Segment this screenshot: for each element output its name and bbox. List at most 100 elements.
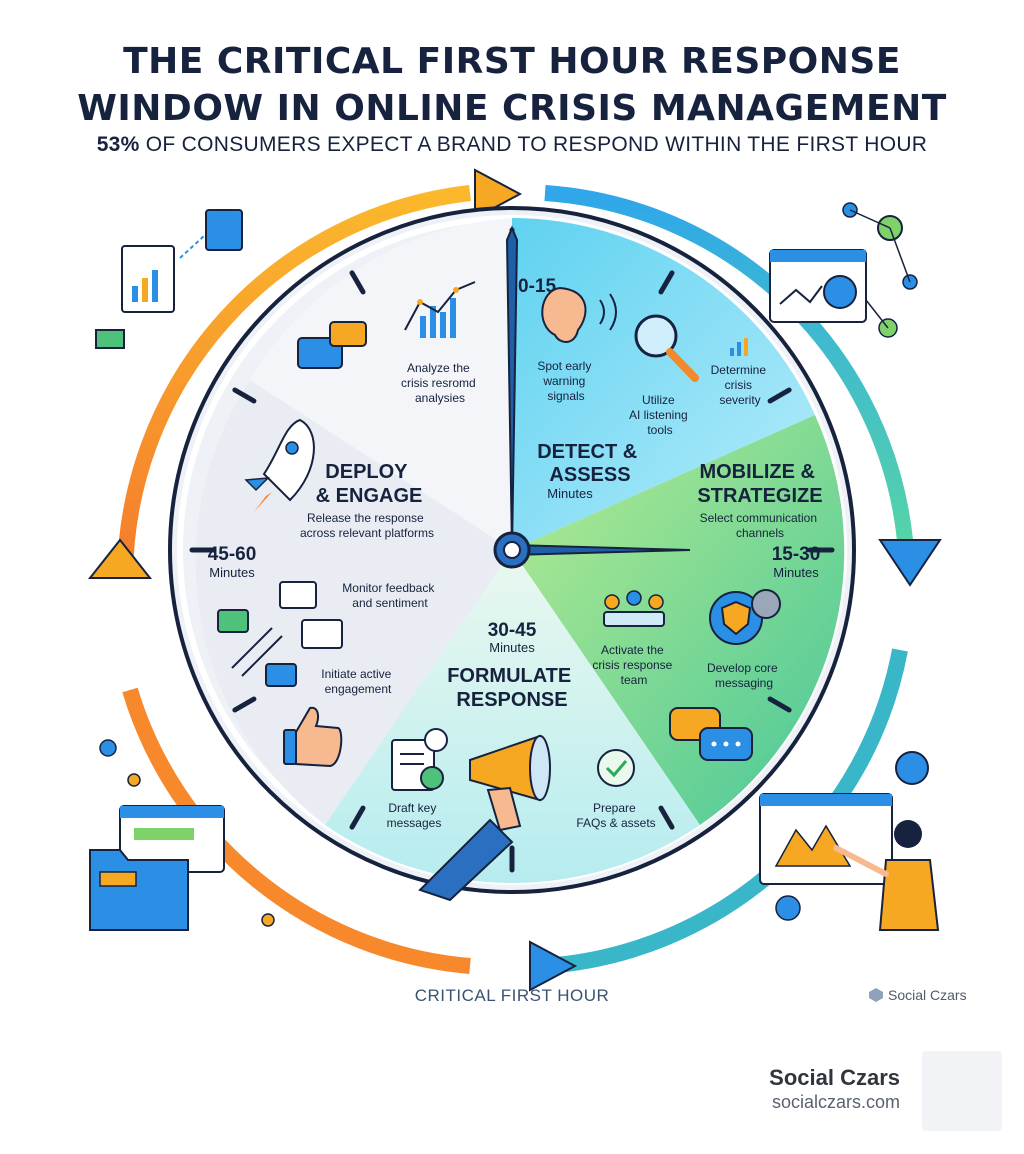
feedback-icons	[217, 581, 343, 687]
clock-tick	[767, 387, 792, 404]
detect-item-1-line2: warning	[542, 374, 585, 388]
page-subtitle: 53% OF CONSUMERS EXPECT A BRAND TO RESPO…	[0, 133, 1024, 157]
deploy-item-4-line1: Analyze the	[407, 361, 470, 375]
line-chart-icon	[404, 281, 476, 338]
ear-icon	[541, 286, 617, 343]
detect-item-3-line3: severity	[719, 393, 760, 407]
mobilize-item-1: Select communication channels	[700, 511, 821, 540]
subtitle-text: OF CONSUMERS EXPECT A BRAND TO RESPOND W…	[139, 133, 928, 156]
hand-hub-center	[503, 541, 521, 559]
page-title: THE CRITICAL FIRST HOUR RESPONSE WINDOW …	[0, 38, 1024, 132]
detect-item-1-line3: signals	[547, 389, 584, 403]
sector-deploy	[195, 380, 512, 825]
formulate-item-1-line2: messages	[387, 816, 442, 830]
document-clock-icon	[391, 728, 448, 791]
deploy-title-line2: & ENGAGE	[316, 485, 423, 507]
team-meeting-icon	[603, 590, 665, 627]
deploy-item-2-line1: Monitor feedback	[342, 581, 435, 595]
network-dashboard-icon	[769, 202, 918, 338]
detect-item-2-line2: AI listening	[629, 408, 688, 422]
deploy-unit: Minutes	[209, 565, 255, 580]
deploy-item-3-line2: engagement	[325, 682, 392, 696]
shield-gear-icon	[709, 589, 781, 645]
detect-item-2-line3: tools	[647, 423, 672, 437]
person-presenting-icon	[759, 751, 940, 931]
detect-item-1: Spot early warning signals	[537, 359, 594, 403]
mobilize-item-3-line2: messaging	[715, 676, 773, 690]
hand-minute	[505, 225, 519, 551]
formulate-item-2-line1: Prepare	[593, 801, 636, 815]
mobilize-title-line2: STRATEGIZE	[697, 485, 822, 507]
clock-tick	[232, 696, 257, 713]
formulate-item-1: Draft key messages	[387, 801, 442, 830]
detect-time: 0-15	[518, 276, 556, 297]
watermark-logo-icon	[869, 988, 883, 1002]
mobilize-item-1-line2: channels	[736, 526, 784, 540]
clock-tick	[232, 387, 257, 404]
detect-item-1-line1: Spot early	[537, 359, 591, 373]
deploy-item-3-line1: Initiate active	[321, 667, 391, 681]
deploy-item-3: Initiate active engagement	[321, 667, 394, 696]
cycle-label: CRITICAL FIRST HOUR	[414, 986, 610, 1005]
deploy-item-2-line2: and sentiment	[352, 596, 428, 610]
sector-mobilize	[512, 415, 845, 825]
detect-title-line2: ASSESS	[549, 464, 630, 486]
clock-tick	[658, 805, 675, 830]
detect-item-2: Utilize AI listening tools	[629, 393, 691, 437]
brand-name: Social Czars	[769, 1065, 900, 1090]
arrow-ring-left	[117, 185, 471, 579]
formulate-title-line2: RESPONSE	[456, 689, 567, 711]
document-chart-icon	[95, 209, 243, 349]
mobilize-item-2: Activate the crisis response team	[592, 643, 675, 687]
detect-title: DETECT & ASSESS	[537, 441, 643, 486]
formulate-item-2: Prepare FAQs & assets	[576, 801, 655, 830]
speech-bubble-icon	[297, 321, 367, 369]
mobilize-time: 15-30	[772, 544, 821, 565]
formulate-time: 30-45	[488, 620, 537, 641]
deploy-item-2: Monitor feedback and sentiment	[342, 581, 437, 610]
mobilize-item-2-line1: Activate the	[601, 643, 664, 657]
brand-block: Social Czars socialczars.com	[700, 1065, 900, 1113]
sector-formulate	[325, 550, 700, 884]
mobilize-item-1-line1: Select communication	[700, 511, 817, 525]
subtitle-stat: 53%	[96, 133, 140, 156]
rocket-icon	[244, 418, 315, 512]
watermark-text: Social Czars	[888, 987, 967, 1003]
clock-tick	[767, 696, 792, 713]
bar-chart-icon	[730, 338, 748, 356]
sector-detect	[512, 218, 815, 550]
folder-browser-icon	[89, 739, 275, 931]
detect-item-3-line1: Determine	[711, 363, 767, 377]
clock-tick	[349, 805, 366, 830]
checkmark-icon	[597, 749, 635, 787]
deploy-item-4-line2: crisis resromd	[401, 376, 476, 390]
detect-title-line1: DETECT &	[537, 441, 637, 463]
clock-tick	[658, 270, 675, 295]
deploy-time: 45-60	[208, 544, 257, 565]
deploy-title: DEPLOY & ENGAGE	[316, 461, 423, 507]
arrow-head-bottom	[529, 940, 578, 992]
formulate-unit: Minutes	[489, 640, 535, 655]
formulate-item-1-line1: Draft key	[388, 801, 436, 815]
deploy-item-4: Analyze the crisis resromd analysies	[401, 361, 479, 405]
mobilize-item-2-line3: team	[621, 673, 648, 687]
detect-unit: Minutes	[547, 486, 593, 501]
deploy-item-1: Release the response across relevant pla…	[300, 511, 434, 540]
deploy-item-4-line3: analysies	[415, 391, 465, 405]
brand-url[interactable]: socialczars.com	[771, 1092, 900, 1112]
arrow-head-left	[87, 538, 153, 579]
detect-item-3-line2: crisis	[725, 378, 752, 392]
arrow-ring-left-lower	[122, 687, 471, 974]
chat-bubbles-icon	[669, 707, 753, 761]
thumbs-up-icon	[283, 706, 343, 768]
formulate-item-2-line2: FAQs & assets	[576, 816, 655, 830]
deploy-item-1-line2: across relevant platforms	[300, 526, 434, 540]
mobilize-unit: Minutes	[773, 565, 819, 580]
mobilize-title: MOBILIZE & STRATEGIZE	[697, 461, 822, 507]
mobilize-title-line1: MOBILIZE &	[699, 461, 815, 483]
deploy-item-1-line1: Release the response	[307, 511, 424, 525]
mobilize-item-3: Develop core messaging	[707, 661, 781, 690]
magnifier-icon	[634, 314, 699, 382]
title-line-1: THE CRITICAL FIRST HOUR RESPONSE	[123, 41, 901, 82]
